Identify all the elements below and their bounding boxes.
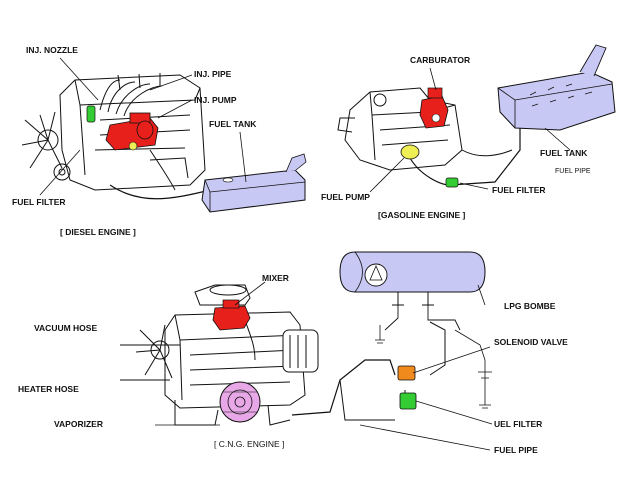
cng-uel-filter [399,392,417,410]
diesel-injection-pump [105,112,159,151]
label-diesel-fuel-filter: FUEL FILTER [12,197,66,207]
cng-mixer [212,299,251,331]
gasoline-carburetor [419,87,449,129]
caption-gasoline-engine: [GASOLINE ENGINE ] [378,210,466,220]
caption-diesel-engine: [ DIESEL ENGINE ] [60,227,136,237]
label-cng-fuel-pipe: FUEL PIPE [494,445,538,455]
label-vacuum-hose: VACUUM HOSE [34,323,98,333]
diesel-fuel-filter [86,105,96,123]
diesel-fuel-tank [201,153,307,213]
label-diesel-fuel-tank: FUEL TANK [209,119,257,129]
label-lpg-bombe: LPG BOMBE [504,301,556,311]
diesel-fan [21,111,63,169]
label-gasoline-fuel-filter: FUEL FILTER [492,185,546,195]
label-inj-pipe: INJ. PIPE [194,69,232,79]
cng-solenoid-valve [397,365,416,381]
caption-cng-engine: [ C.N.G. ENGINE ] [214,439,285,449]
gasoline-fuel-pump [400,144,420,160]
label-heater-hose: HEATER HOSE [18,384,79,394]
label-inj-nozzle: INJ. NOZZLE [26,45,78,55]
cng-vaporizer [219,381,261,423]
label-inj-pump: INJ. PUMP [194,95,237,105]
cng-lpg-bombe [339,251,486,331]
gasoline-fuel-filter [445,177,459,188]
cng-electrical [375,325,492,409]
label-uel-filter: UEL FILTER [494,419,543,429]
label-gasoline-fuel-pump: FUEL PUMP [321,192,370,202]
gasoline-fuel-tank [497,44,616,131]
label-gasoline-fuel-tank: FUEL TANK [540,148,588,158]
label-carburator: CARBURATOR [410,55,471,65]
label-mixer: MIXER [262,273,289,283]
cng-engine-drawing [120,284,446,426]
label-vaporizer: VAPORIZER [54,419,103,429]
label-gasoline-fuel-pipe: FUEL PIPE [555,168,591,175]
label-solenoid-valve: SOLENOID VALVE [494,337,568,347]
